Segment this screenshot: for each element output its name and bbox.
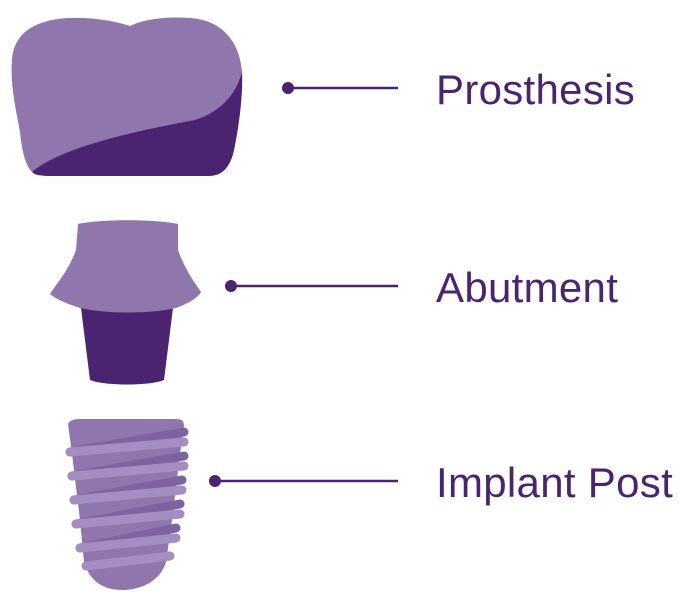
abutment-dark-stem	[80, 300, 174, 385]
crown-dark-shade	[32, 72, 243, 176]
abutment-light-collar	[50, 220, 201, 313]
implant-post-screw	[65, 419, 189, 590]
implant-threads	[65, 427, 189, 571]
abutment-piece	[50, 220, 201, 385]
implant-post-leader	[209, 475, 398, 487]
abutment-leader	[225, 280, 398, 292]
label-implant-post: Implant Post	[436, 459, 674, 506]
label-abutment: Abutment	[436, 264, 619, 311]
prosthesis-crown	[11, 17, 243, 177]
label-prosthesis: Prosthesis	[436, 66, 636, 113]
prosthesis-leader	[282, 82, 398, 94]
